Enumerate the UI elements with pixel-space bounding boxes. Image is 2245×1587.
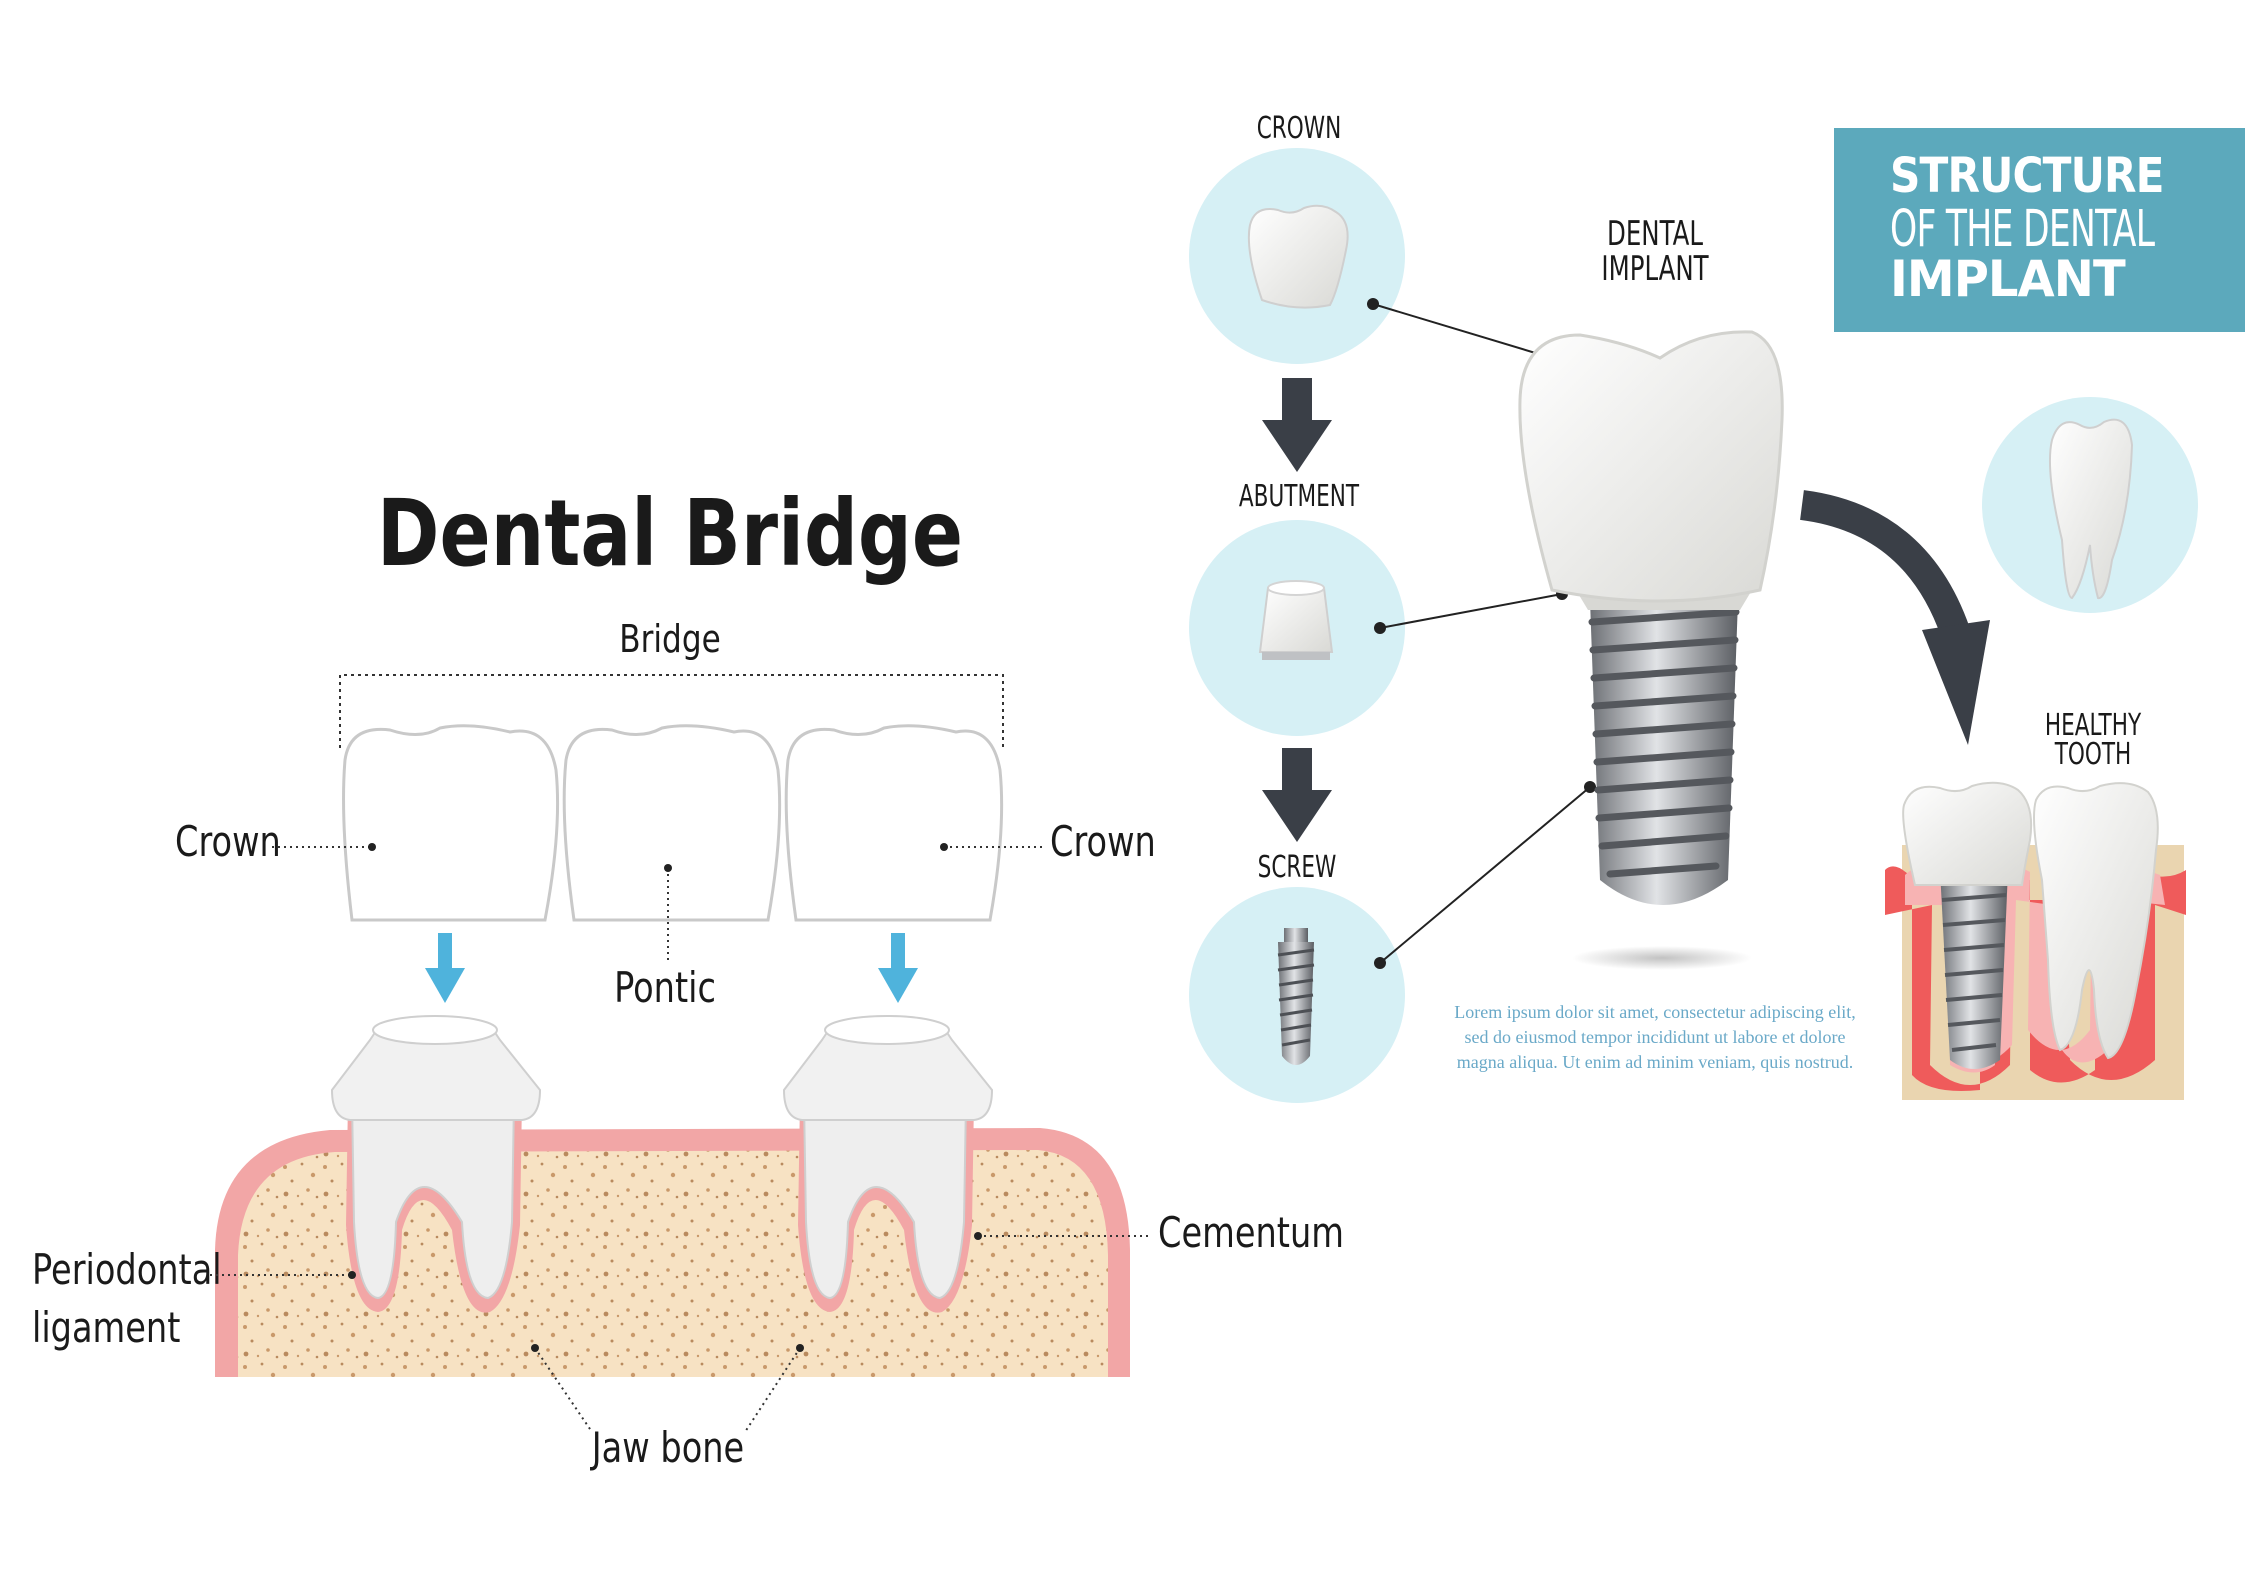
- bridge-label: Bridge: [619, 618, 721, 662]
- comparison-implant-crown: [1902, 781, 2033, 886]
- curved-arrow-head: [1922, 620, 1990, 745]
- dental-implant-label-line2: IMPLANT: [1601, 249, 1709, 288]
- screw-connector: [1379, 786, 1591, 964]
- implant-screw: [1588, 600, 1740, 905]
- healthy-label-line1: HEALTHY: [2045, 709, 2142, 743]
- crown-left-dot: [368, 843, 376, 851]
- cementum-label: Cementum: [1158, 1208, 1344, 1257]
- lorem-ipsum-text: Lorem ipsum dolor sit amet, consectetur …: [1454, 1002, 1856, 1072]
- crown-connector-dot-a: [1367, 298, 1379, 310]
- screw-connector-dot-b: [1584, 781, 1596, 793]
- abutment-tooth-right: [782, 1015, 994, 1313]
- crown-left-shape: [342, 724, 560, 922]
- jaw-bone-dot-left: [531, 1344, 539, 1352]
- cementum-dot: [974, 1232, 982, 1240]
- screw-mini-icon: [1277, 928, 1315, 1065]
- periodontal-label-line2: ligament: [32, 1303, 180, 1352]
- healthy-tooth-icon: [2048, 418, 2134, 600]
- bridge-title: Dental Bridge: [377, 480, 963, 587]
- crown-left-label: Crown: [175, 817, 281, 866]
- abutment-connector-dot-a: [1374, 622, 1386, 634]
- periodontal-dot: [348, 1271, 356, 1279]
- crown-connector: [1372, 303, 1553, 359]
- implant-crown: [1518, 330, 1784, 603]
- crown-right-dot: [940, 843, 948, 851]
- dental-implant-label-line1: DENTAL: [1607, 214, 1703, 253]
- comparison-natural-tooth: [2033, 782, 2159, 1060]
- dental-implant-diagram: CROWN ABUTMENT SCREW: [1189, 112, 2198, 1103]
- blue-arrow-right: [878, 933, 918, 1003]
- curved-arrow: [1799, 490, 1973, 645]
- abutment-tooth-left: [330, 1015, 542, 1313]
- screw-connector-dot-a: [1374, 957, 1386, 969]
- screw-component-label: SCREW: [1258, 851, 1337, 885]
- bridge-crowns: [342, 724, 1004, 922]
- jaw-bone-dot-right: [796, 1344, 804, 1352]
- abutment-connector: [1379, 593, 1563, 629]
- heading-line1: STRUCTURE: [1890, 148, 2165, 204]
- implant-shadow: [1572, 946, 1752, 970]
- dental-bridge-diagram: Dental Bridge Bridge Crown Crown Pontic: [32, 480, 1344, 1472]
- abutment-mini-icon: [1258, 580, 1334, 660]
- heading-line2: OF THE DENTAL: [1890, 200, 2155, 259]
- down-arrow-1: [1262, 378, 1332, 472]
- pontic-shape: [562, 724, 782, 922]
- periodontal-label-line1: Periodontal: [32, 1245, 222, 1294]
- crown-right-label: Crown: [1050, 817, 1156, 866]
- crown-right-shape: [784, 724, 1004, 922]
- crown-component-label: CROWN: [1257, 112, 1342, 146]
- pontic-dot: [664, 864, 672, 872]
- healthy-label-line2: TOOTH: [2054, 738, 2131, 772]
- pontic-label: Pontic: [614, 963, 716, 1012]
- abutment-component-label: ABUTMENT: [1239, 480, 1360, 514]
- structure-heading-box: STRUCTURE OF THE DENTAL IMPLANT: [1834, 128, 2245, 332]
- comparison-cross-section: [1885, 781, 2186, 1100]
- down-arrow-2: [1262, 748, 1332, 842]
- heading-line3: IMPLANT: [1890, 250, 2126, 308]
- jaw-bone-leader-left: [534, 1347, 593, 1433]
- bridge-bracket: [339, 674, 1004, 748]
- crown-mini-icon: [1247, 204, 1349, 309]
- jaw-bone-label: Jaw bone: [590, 1423, 744, 1472]
- blue-arrow-left: [425, 933, 465, 1003]
